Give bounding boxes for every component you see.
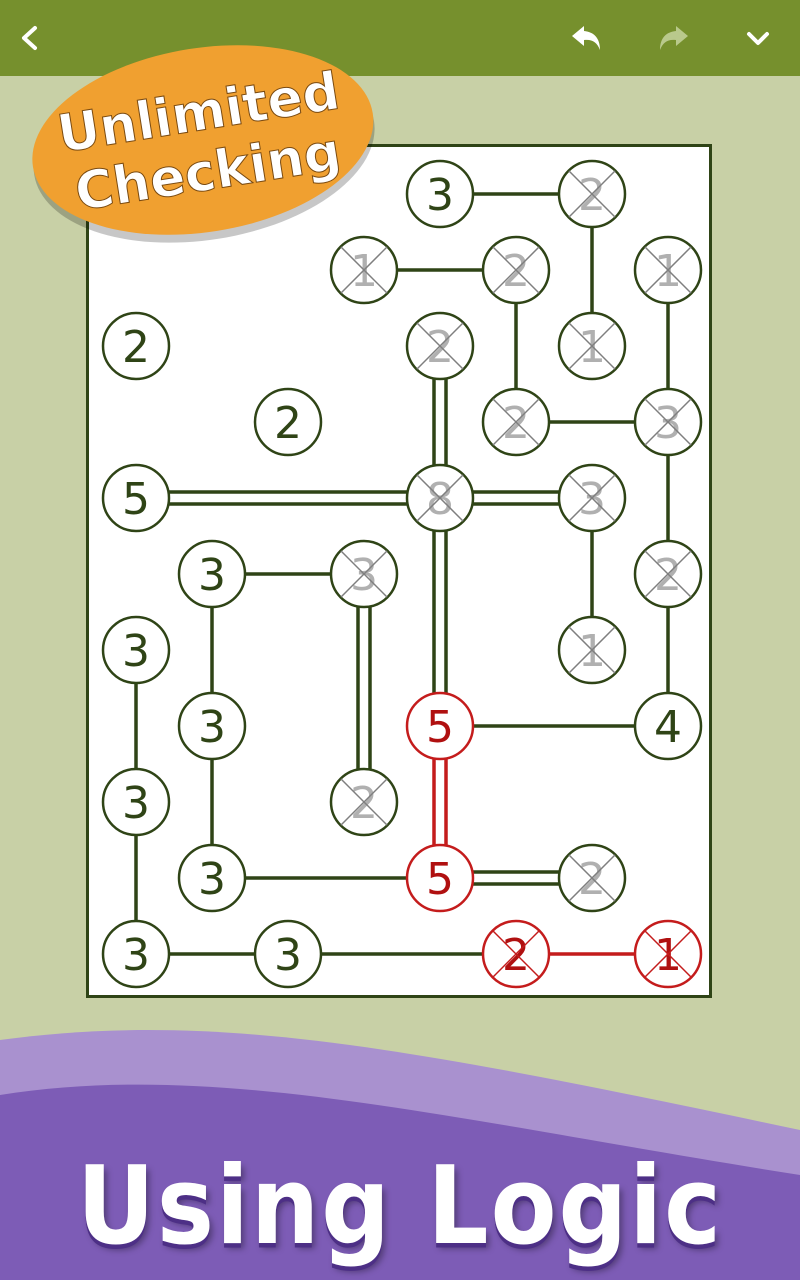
island-x[interactable]: 2	[329, 767, 399, 837]
strike-icon	[492, 398, 540, 446]
undo-icon	[572, 26, 600, 50]
strike-icon	[568, 626, 616, 674]
strike-icon	[340, 550, 388, 598]
island-value: 3	[198, 702, 226, 753]
island-bb[interactable]: 3	[101, 919, 171, 989]
island-value: 3	[122, 778, 150, 829]
island-value: 3	[122, 930, 150, 981]
bridge-l-m[interactable]	[136, 490, 440, 506]
island-a[interactable]: 3	[405, 159, 475, 229]
redo-button[interactable]	[642, 8, 702, 68]
island-z[interactable]: 5	[405, 843, 475, 913]
island-q[interactable]: 2	[633, 539, 703, 609]
strike-icon	[644, 550, 692, 598]
toolbar	[0, 0, 800, 76]
bridge-m-u[interactable]	[432, 498, 448, 726]
island-t[interactable]: 3	[177, 691, 247, 761]
island-e[interactable]: 1	[633, 235, 703, 305]
island-o[interactable]: 3	[177, 539, 247, 609]
island-value: 2	[502, 398, 530, 449]
island-n[interactable]: 3	[557, 463, 627, 533]
island-aa[interactable]: 2	[557, 843, 627, 913]
island-v[interactable]: 4	[633, 691, 703, 761]
island-f[interactable]: 2	[101, 311, 171, 381]
island-y[interactable]: 3	[177, 843, 247, 913]
island-i[interactable]: 2	[253, 387, 323, 457]
strike-icon	[568, 170, 616, 218]
island-value: 2	[578, 854, 606, 905]
island-s[interactable]: 1	[557, 615, 627, 685]
island-value: 5	[426, 854, 454, 905]
island-value: 2	[578, 170, 606, 221]
island-c[interactable]: 1	[329, 235, 399, 305]
strike-icon	[644, 246, 692, 294]
strike-icon	[416, 322, 464, 370]
strike-icon	[644, 398, 692, 446]
strike-icon	[416, 474, 464, 522]
island-value: 5	[122, 474, 150, 525]
island-value: 2	[350, 778, 378, 829]
footer-wave	[0, 1030, 800, 1280]
island-value: 2	[122, 322, 150, 373]
island-value: 2	[502, 246, 530, 297]
strike-icon	[568, 322, 616, 370]
back-button[interactable]	[0, 8, 60, 68]
island-value: 3	[426, 170, 454, 221]
island-g[interactable]: 2	[405, 311, 475, 381]
island-value: 1	[654, 930, 682, 981]
island-value: 3	[198, 854, 226, 905]
island-value: 1	[578, 322, 606, 373]
island-h[interactable]: 1	[557, 311, 627, 381]
footer-title: Using Logic	[76, 1143, 724, 1269]
island-dd[interactable]: 2	[481, 919, 551, 989]
island-w[interactable]: 3	[101, 767, 171, 837]
strike-icon	[492, 930, 540, 978]
island-value: 3	[198, 550, 226, 601]
island-m[interactable]: 8	[405, 463, 475, 533]
island-value: 5	[426, 702, 454, 753]
island-d[interactable]: 2	[481, 235, 551, 305]
island-value: 2	[502, 930, 530, 981]
bridge-p-x[interactable]	[356, 574, 372, 802]
island-value: 2	[426, 322, 454, 373]
island-value: 3	[350, 550, 378, 601]
redo-icon	[660, 26, 688, 50]
island-value: 3	[654, 398, 682, 449]
island-r[interactable]: 3	[101, 615, 171, 685]
island-b[interactable]: 2	[557, 159, 627, 229]
island-value: 3	[578, 474, 606, 525]
strike-icon	[340, 246, 388, 294]
island-cc[interactable]: 3	[253, 919, 323, 989]
island-j[interactable]: 2	[481, 387, 551, 457]
undo-button[interactable]	[558, 8, 618, 68]
menu-button[interactable]	[728, 8, 788, 68]
island-value: 3	[122, 626, 150, 677]
strike-icon	[340, 778, 388, 826]
island-value: 1	[654, 246, 682, 297]
island-value: 8	[426, 474, 454, 525]
island-l[interactable]: 5	[101, 463, 171, 533]
strike-icon	[644, 930, 692, 978]
island-value: 1	[578, 626, 606, 677]
island-value: 2	[274, 398, 302, 449]
island-value: 1	[350, 246, 378, 297]
island-k[interactable]: 3	[633, 387, 703, 457]
strike-icon	[568, 474, 616, 522]
island-u[interactable]: 5	[405, 691, 475, 761]
island-ee[interactable]: 1	[633, 919, 703, 989]
island-p[interactable]: 3	[329, 539, 399, 609]
strike-icon	[568, 854, 616, 902]
island-value: 4	[654, 702, 682, 753]
island-value: 3	[274, 930, 302, 981]
chevron-down-icon	[747, 32, 769, 45]
strike-icon	[492, 246, 540, 294]
chevron-left-icon	[22, 26, 37, 50]
island-value: 2	[654, 550, 682, 601]
